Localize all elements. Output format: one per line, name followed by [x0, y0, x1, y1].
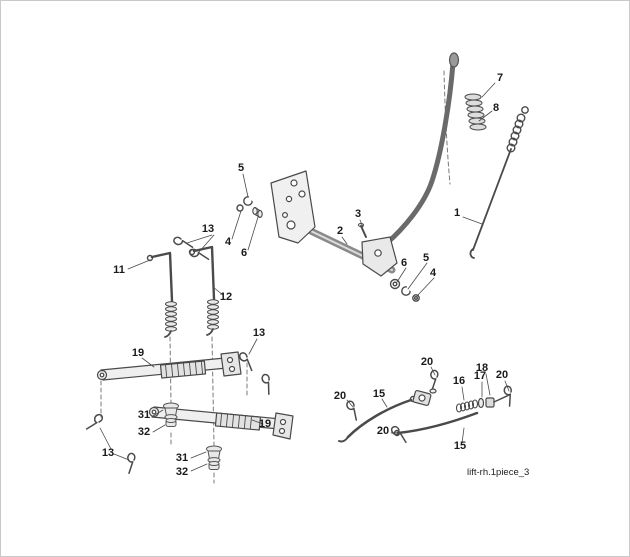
lift-arm-19-a: [96, 351, 242, 381]
link-trunnion: [412, 388, 437, 407]
pivot-stack-b: [206, 445, 222, 470]
link-spring-16: [455, 399, 479, 413]
lift-arm-19-b: [148, 406, 294, 440]
lever-spring: [464, 93, 487, 131]
link-washer-17: [477, 397, 485, 409]
suspension-link-15-right: [393, 394, 510, 437]
lift-link-11: [146, 251, 177, 338]
suspension-link-15-left: [338, 395, 417, 443]
diagram-caption: lift-rh.1piece_3: [467, 467, 530, 478]
leader-lines: [99, 82, 510, 472]
lift-rod: [469, 106, 529, 259]
shaft-bracket-plate: [270, 170, 316, 244]
lift-lever: [371, 52, 460, 258]
shaft-washers-right: [389, 278, 420, 302]
shaft-washers-left: [236, 195, 263, 218]
lift-link-12: [188, 245, 219, 336]
link-nut-18: [485, 397, 495, 408]
lever-bracket: [361, 236, 398, 277]
